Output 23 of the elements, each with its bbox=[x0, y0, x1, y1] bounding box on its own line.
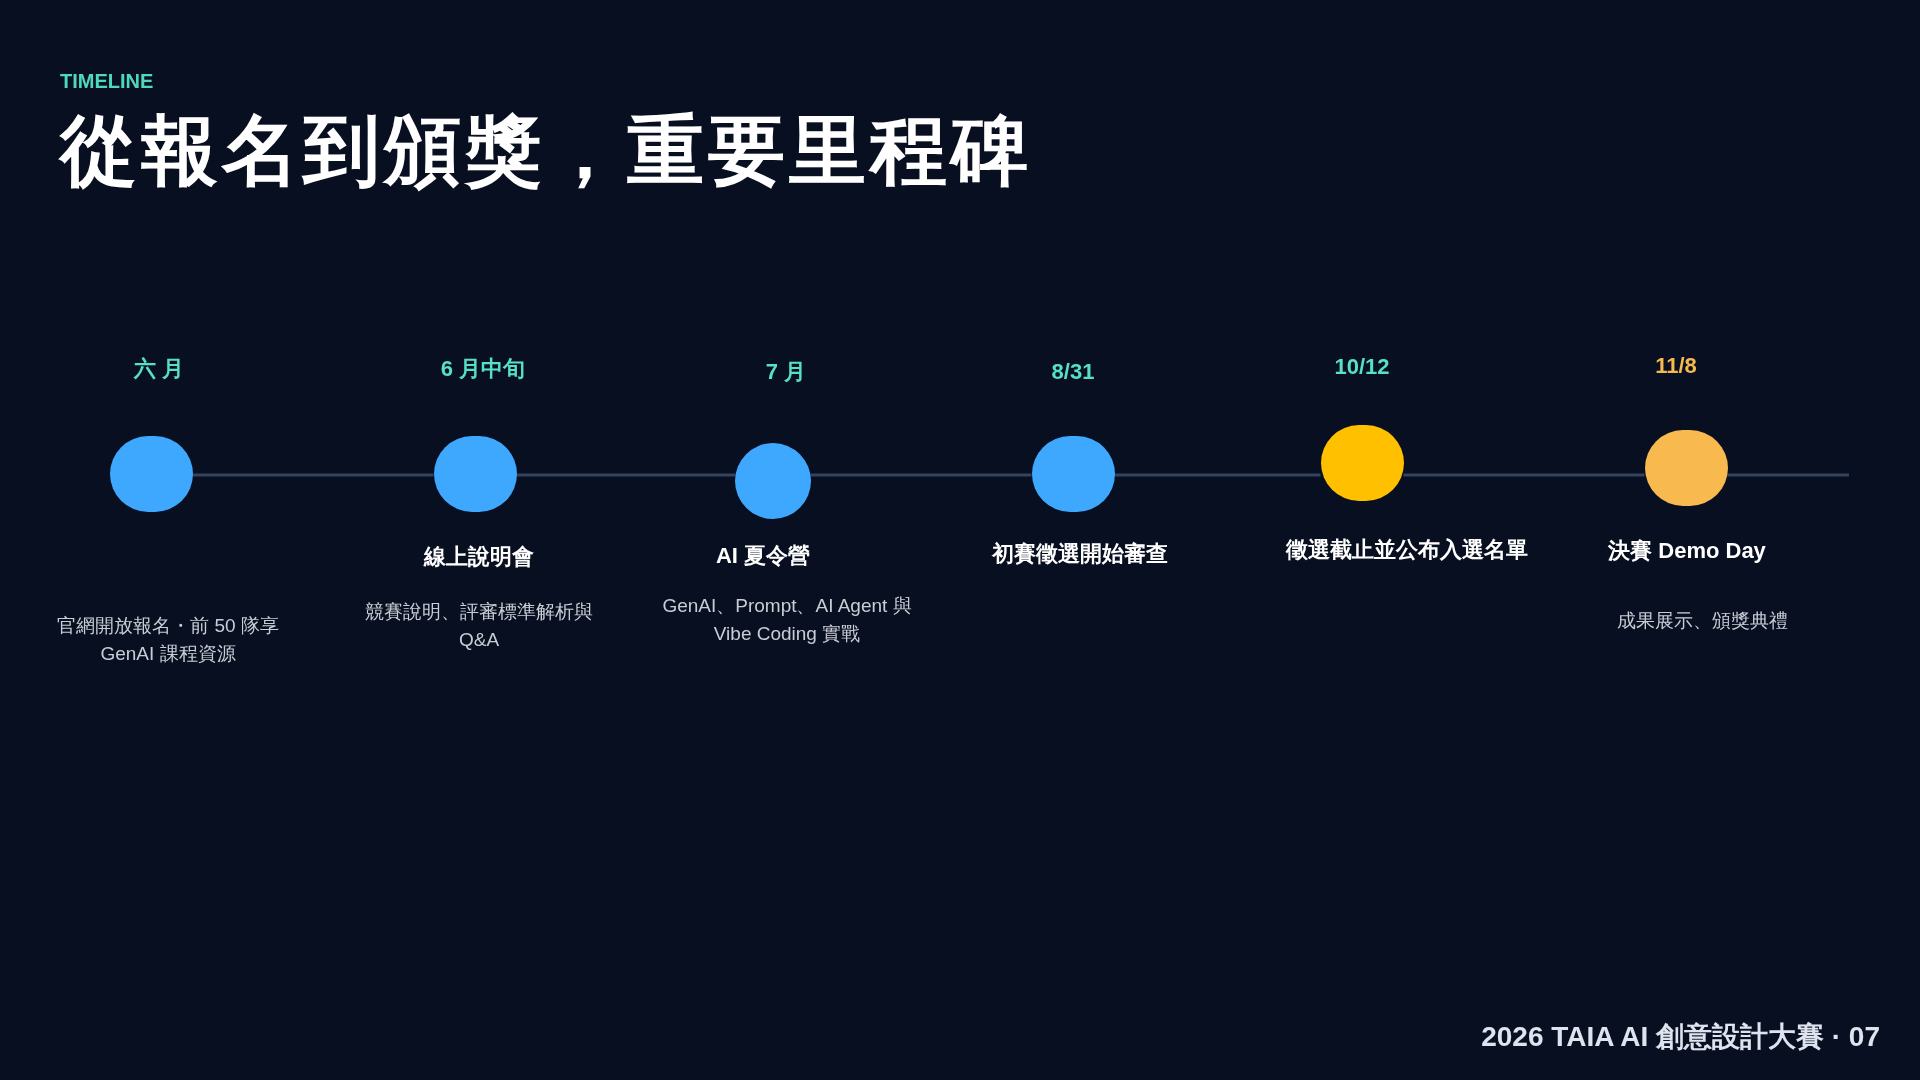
date-label: 10/12 bbox=[1333, 353, 1391, 381]
timeline-line bbox=[192, 473, 434, 477]
milestone-description: GenAI、Prompt、AI Agent 與 Vibe Coding 實戰 bbox=[661, 594, 913, 646]
timeline-line bbox=[1114, 473, 1321, 477]
date-label: 7 月 bbox=[764, 358, 808, 386]
milestone-title: 線上說明會 bbox=[422, 543, 535, 571]
milestone-description: 成果展示、頒獎典禮 bbox=[1615, 609, 1789, 633]
date-label: 六 月 bbox=[132, 355, 186, 383]
timeline-line bbox=[1403, 473, 1645, 477]
milestone-title: 決賽 Demo Day bbox=[1607, 537, 1767, 565]
date-label: 6 月中旬 bbox=[439, 355, 527, 383]
milestone-description: 官網開放報名・前 50 隊享 GenAI 課程資源 bbox=[56, 614, 280, 666]
date-label: 8/31 bbox=[1050, 358, 1096, 386]
milestone-title: AI 夏令營 bbox=[714, 542, 812, 570]
timeline-line bbox=[811, 473, 1032, 477]
footer-text: 2026 TAIA AI 創意設計大賽 · 07 bbox=[1481, 1020, 1880, 1054]
section-label: TIMELINE bbox=[60, 69, 154, 94]
timeline-line bbox=[1727, 473, 1849, 477]
milestone-title: 初賽徵選開始審查 bbox=[991, 540, 1169, 568]
milestone-description: 競賽說明、評審標準解析與 Q&A bbox=[364, 600, 594, 652]
date-label: 11/8 bbox=[1654, 352, 1698, 380]
timeline-line bbox=[516, 473, 735, 477]
milestone-title: 徵選截止並公布入選名單 bbox=[1284, 536, 1529, 564]
